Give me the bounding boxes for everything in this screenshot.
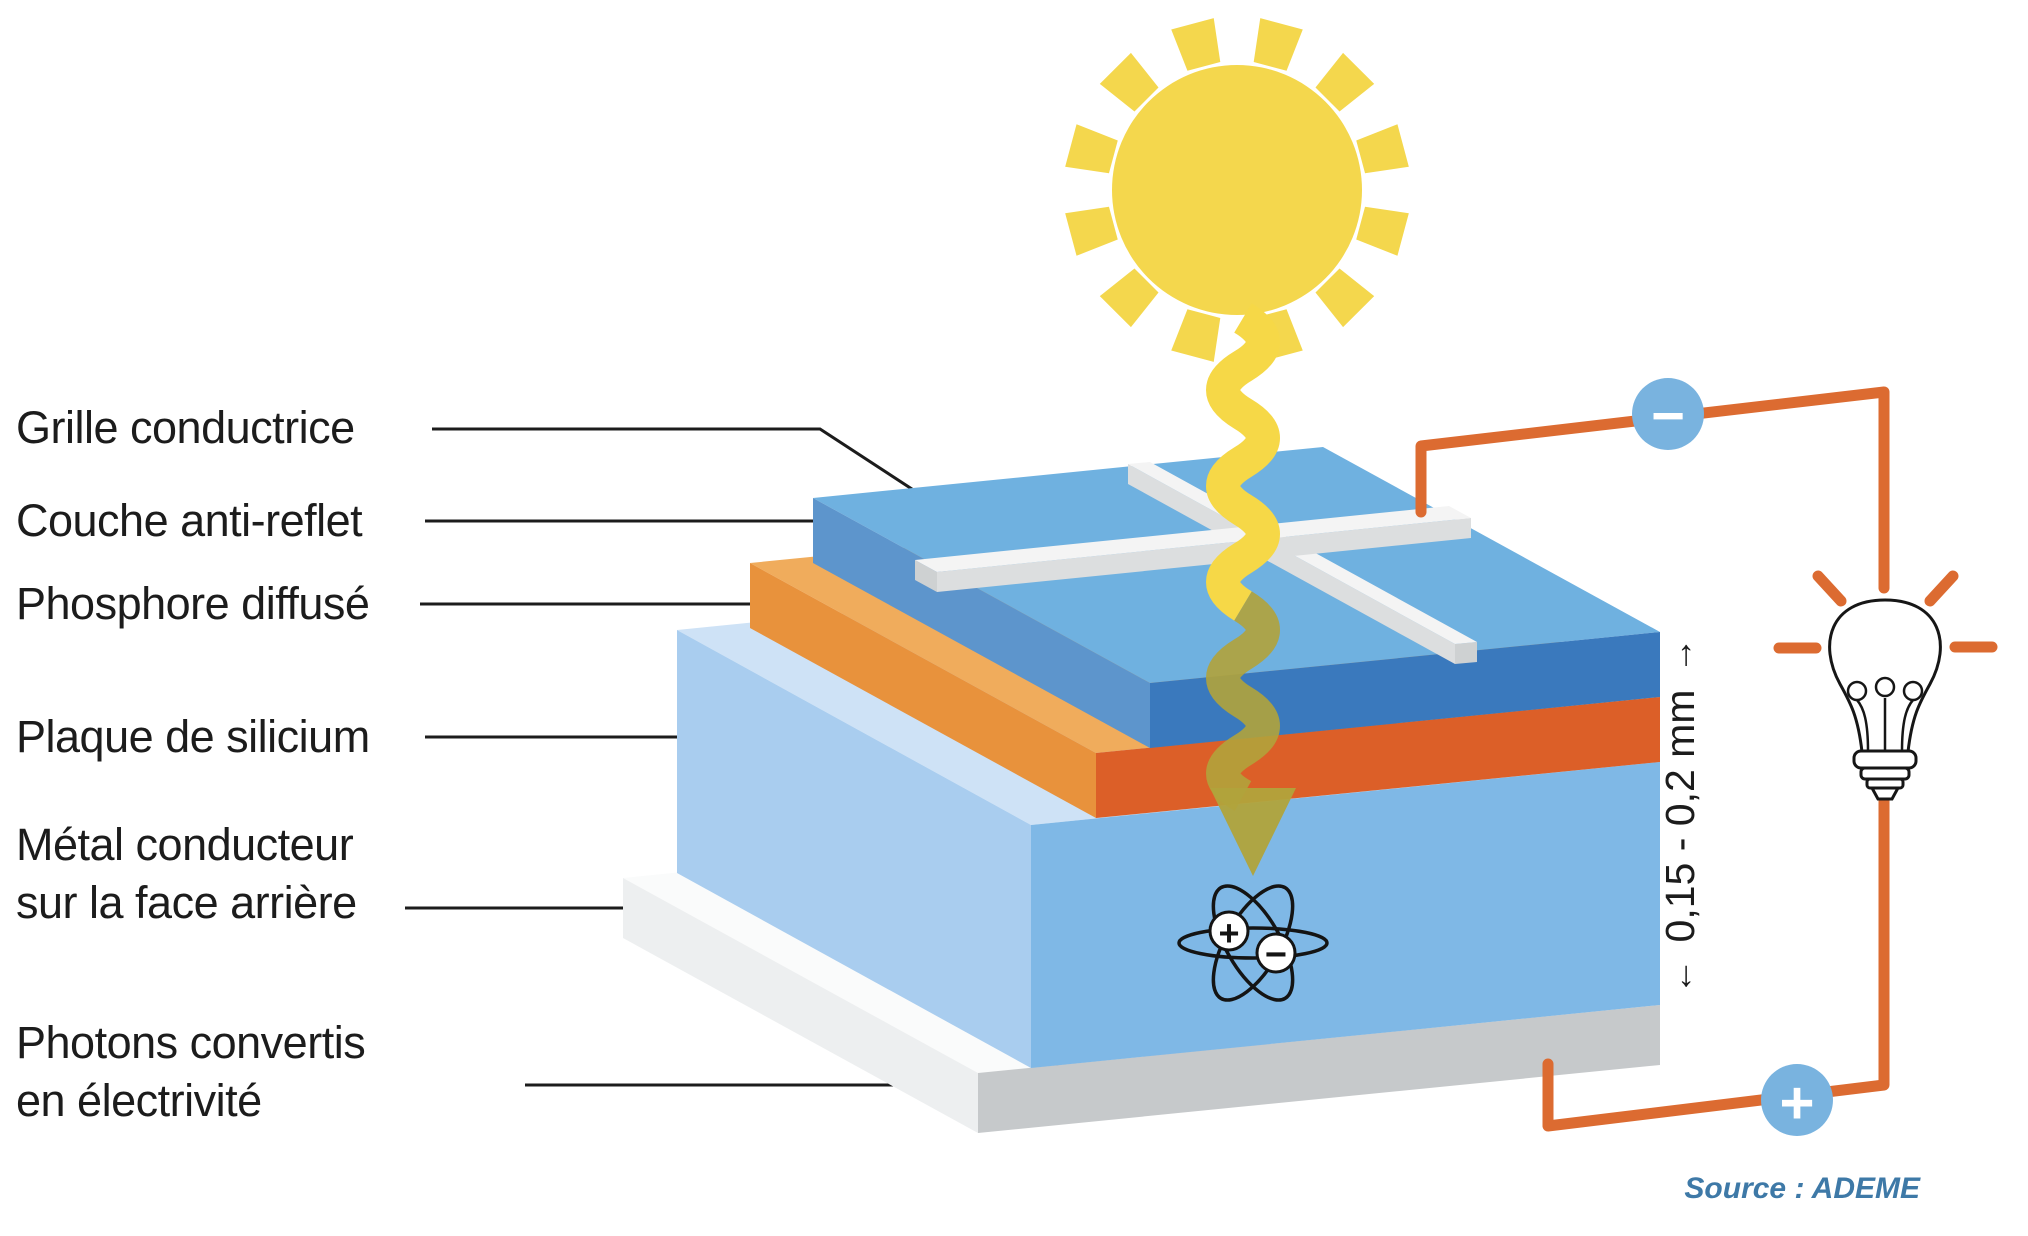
plus-terminal-icon (1761, 1064, 1833, 1136)
atom-icon: + − (1177, 884, 1329, 1002)
label-line: Métal conducteur (16, 819, 354, 870)
phosphore-left-face (750, 563, 1096, 818)
label-phosphore-diffuse: Phosphore diffusé (16, 575, 370, 633)
bulb-ray-top-right (1924, 570, 1959, 607)
dimension-arrow-top: → (1659, 637, 1700, 674)
label-plaque-de-silicium: Plaque de silicium (16, 708, 370, 766)
atom-proton (1208, 910, 1250, 952)
photon-beam-arrowhead (1210, 788, 1296, 876)
filament-stem-left (1856, 699, 1870, 752)
filament-stem-right (1900, 699, 1914, 752)
silicium-left-face (677, 630, 1031, 1068)
thickness-dimension: ← 0,15 - 0,2 mm → (1651, 616, 1709, 1016)
grid-bar-back-side (1128, 464, 1455, 664)
sun-ray (1171, 18, 1221, 71)
sun-ray (1065, 206, 1118, 256)
grid-bar-back-end (1455, 642, 1477, 664)
sun-ray (1099, 268, 1159, 328)
label-metal-conducteur: Métal conducteur sur la face arrière (16, 816, 357, 932)
antireflet-left-face (813, 498, 1150, 748)
label-line: Plaque de silicium (16, 711, 370, 762)
sun-disc (1112, 65, 1362, 315)
light-bulb-icon (1828, 598, 1942, 801)
photon-beam-upper (1206, 303, 1280, 621)
sun-ray (1315, 268, 1375, 328)
label-line: Grille conductrice (16, 402, 355, 453)
label-couche-anti-reflet: Couche anti-reflet (16, 492, 363, 550)
photon-beam-lower (1206, 591, 1280, 811)
metal-left-face (623, 878, 978, 1133)
bulb-base-ring2 (1859, 766, 1911, 781)
label-line: sur la face arrière (16, 877, 357, 928)
bulb-rays (1773, 570, 1998, 654)
minus-terminal-icon (1632, 378, 1704, 450)
sun-ray (1253, 18, 1303, 71)
plus-terminal-symbol: + (1779, 1070, 1814, 1137)
source-credit: Source : ADEME (1684, 1172, 1920, 1205)
bulb-filament (1846, 676, 1924, 752)
dimension-text: 0,15 - 0,2 mm (1656, 689, 1703, 943)
cell-stack (623, 447, 1660, 1133)
filament-loop-left (1846, 680, 1868, 702)
circuit-wire-positive (1542, 794, 1890, 1132)
label-line: en électrivité (16, 1075, 262, 1126)
atom-orbit-horizontal (1177, 926, 1329, 960)
sun-ray (1171, 309, 1221, 362)
label-grille-conductrice: Grille conductrice (16, 399, 355, 457)
filament-loop-mid (1874, 676, 1896, 698)
terminals: − + (1632, 378, 1833, 1137)
label-line: Couche anti-reflet (16, 495, 363, 546)
bulb-ray-top-left (1812, 570, 1847, 607)
bulb-base-tip (1869, 786, 1901, 801)
sun-ray (1315, 52, 1375, 112)
sun-ray (1099, 52, 1159, 112)
grid-bar-front-end (915, 560, 937, 592)
atom-electron (1255, 932, 1297, 974)
grid-bar-front-side (937, 518, 1471, 592)
bulb-glass (1828, 598, 1942, 754)
silicium-front-face (1031, 762, 1660, 1068)
dimension-arrow-bottom: ← (1659, 958, 1700, 995)
sun-icon (1065, 18, 1409, 362)
sun-ray (1065, 124, 1118, 174)
sun-ray (1356, 124, 1409, 174)
bulb-base-ring1 (1852, 749, 1918, 770)
metal-front-face (978, 1005, 1660, 1133)
minus-terminal-symbol: − (1651, 384, 1685, 449)
label-line: Phosphore diffusé (16, 578, 370, 629)
grid-bar-front (915, 506, 1471, 592)
label-line: Photons convertis (16, 1017, 366, 1068)
grid-bar-front-top (915, 506, 1471, 572)
atom-orbit-diag2 (1211, 884, 1295, 1002)
atom-electron-symbol: − (1265, 934, 1287, 976)
sun-ray (1356, 206, 1409, 256)
filament-loop-right (1902, 680, 1924, 702)
photon-beam-icon (1206, 303, 1296, 876)
atom-proton-symbol: + (1218, 913, 1239, 954)
label-photons-convertis: Photons convertis en électrivité (16, 1014, 366, 1130)
